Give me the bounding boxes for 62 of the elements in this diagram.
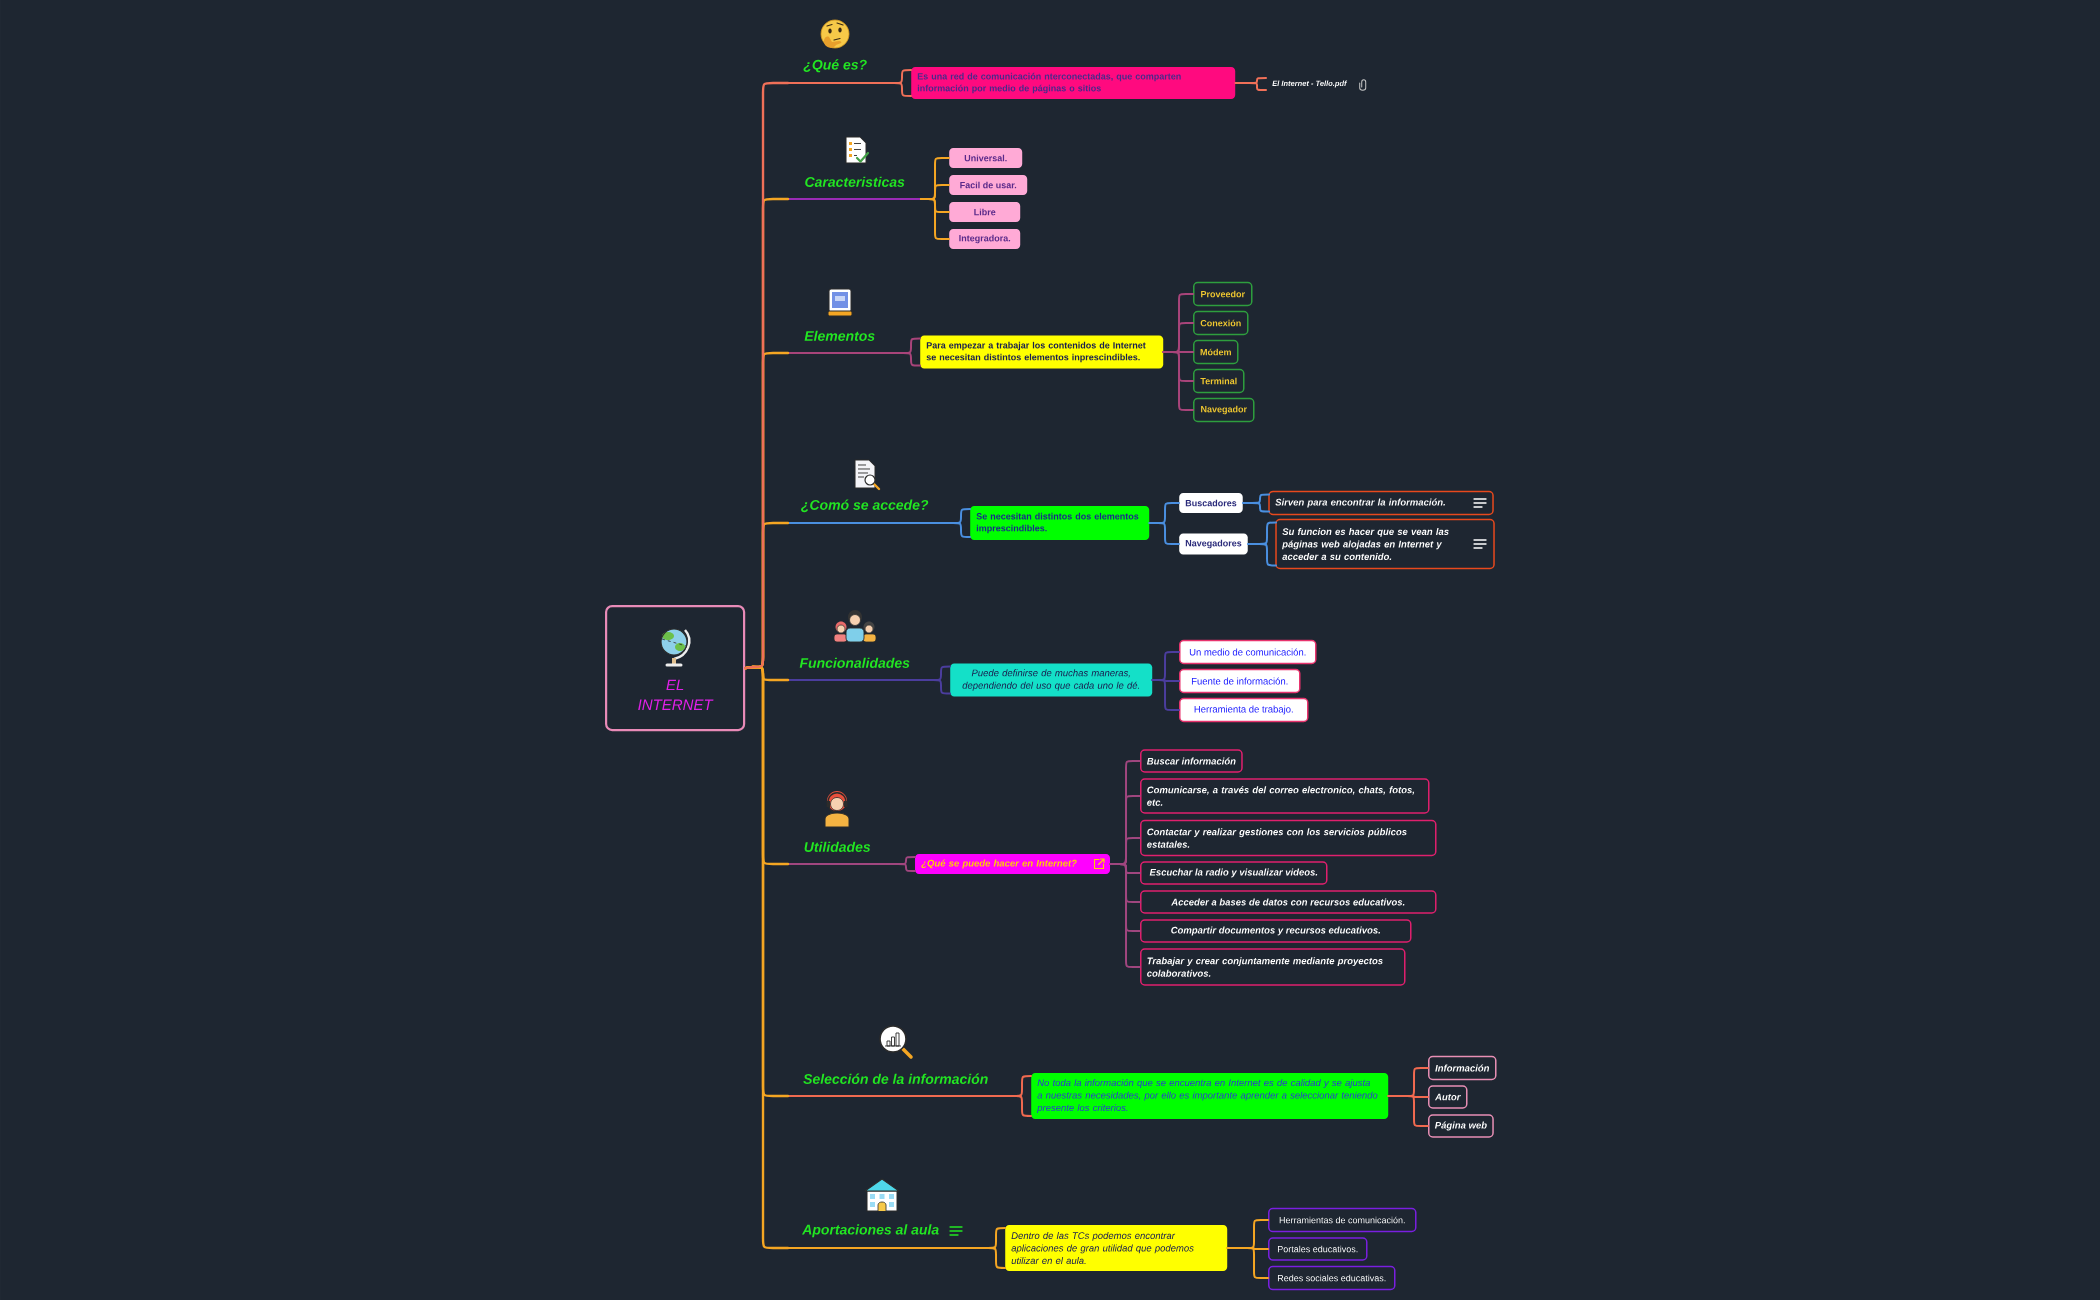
item-box: Herramientas de comunicación. [1268,1207,1417,1233]
brace-connector [1162,351,1194,411]
brace-connector [1241,493,1270,513]
item-box: Contactar y realizar gestiones con los servicios públicos estatales. [1140,819,1437,857]
note-box: Su funcion es hacer que se vean las páginas web alojadas en Internet y acceder a su contenido. [1275,518,1495,570]
item-box: Facil de usar. [949,175,1028,195]
item-box: Autor [1428,1085,1468,1109]
branch-heading: Utilidades [786,841,888,866]
branch-heading: Funcionalidades [786,657,923,682]
brace-connector [890,337,921,367]
branch-heading: Selección de la información [786,1073,1005,1098]
description-box: Para empezar a trabajar los contenidos de Internet se necesitan distintos elementos inprescindibles. [920,335,1164,369]
description-box: Se necesitan distintos dos elementos imprescindibles. [970,506,1150,540]
brace-connector [1148,522,1180,545]
item-box: Página web [1428,1114,1494,1138]
brace-connector [885,856,916,872]
description-box: Puede definirse de muchas maneras, dependiendo del uso que cada uno le dé. [950,663,1153,697]
branch-heading: Elementos [786,330,893,355]
item-box: Comunicarse, a través del correo electronico, chats, fotos, etc. [1140,778,1430,814]
description-box: Es una red de comunicación nterconectadas, que comparten información por medio de páginas o sitios [911,67,1236,99]
brace-connector [1226,1247,1269,1279]
brace-connector [1109,863,1141,968]
item-box: Buscar información [1140,749,1243,773]
description-box: Dentro de las TCs podemos encontrar aplicaciones de gran utilidad que podemos utilizar en el aula. [1005,1225,1228,1271]
branch-heading: ¿Comó se accede? [786,499,943,525]
brace-connector [1151,679,1180,711]
item-box: Universal. [949,148,1023,168]
question-box: ¿Qué se puede hacer en Internet? [915,854,1110,874]
item-box: Navegadores [1179,533,1248,555]
item-box: Conexión [1193,310,1249,336]
brace-connector [940,508,971,538]
item-box: Fuente de información. [1179,668,1301,694]
item-box: Acceder a bases de datos con recursos educativos. [1140,890,1437,914]
item-box: Compartir documentos y recursos educativos. [1140,919,1412,943]
item-box: Módem [1193,339,1239,365]
brace-connector [1002,1075,1032,1117]
item-box: Terminal [1193,368,1245,394]
note-box: Sirven para encontrar la información. [1268,490,1494,516]
branch-heading: Aportaciones al aula [786,1224,979,1250]
branch-heading: ¿Qué es? [786,59,884,85]
item-box: Portales educativos. [1268,1237,1368,1261]
central-topic-box: EL INTERNET [605,605,746,732]
item-box: Un medio de comunicación. [1179,639,1317,665]
brace-connector [1234,77,1267,91]
item-box: Herramienta de trabajo. [1179,697,1309,723]
brace-connector [976,1227,1006,1269]
brace-connector [1387,1095,1429,1127]
item-box: Navegador [1193,397,1255,423]
brace-connector [920,665,951,695]
item-box: Libre [949,202,1021,222]
item-box: Integradora. [949,229,1021,249]
brace-connector [881,69,912,97]
item-box: Información [1428,1055,1497,1081]
branch-heading: Caracteristicas [786,176,923,201]
description-box: No toda la información que se encuentra en Internet es de calidad y se ajusta a nuestras necesidades, por ello es importante aprender a seleccionar teniendo presente los criterios. [1031,1073,1389,1119]
brace-connector [920,198,950,240]
item-box: Buscadores [1179,493,1243,513]
item-box: Proveedor [1193,281,1253,307]
item-box: Trabajar y crear conjuntamente mediante proyectos colaborativos. [1140,948,1406,986]
item-box: Escuchar la radio y visualizar videos. [1140,861,1328,885]
item-box: Redes sociales educativas. [1268,1265,1396,1291]
brace-connector [1246,521,1277,567]
